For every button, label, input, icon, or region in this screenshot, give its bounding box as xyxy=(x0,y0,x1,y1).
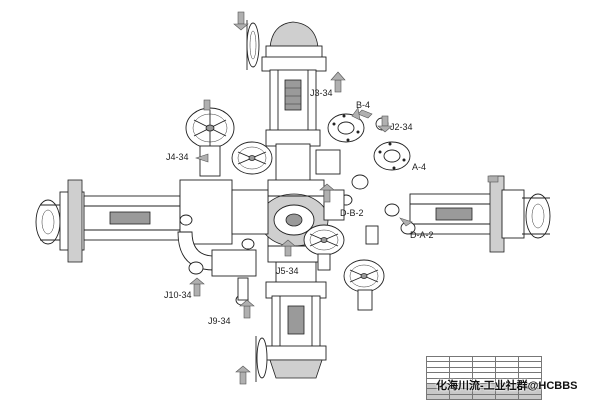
right-actuator-assembly xyxy=(409,175,551,253)
callout-j3: J3-34 xyxy=(310,88,333,98)
bottom-valve-assembly xyxy=(235,261,327,385)
callout-b4: B-4 xyxy=(356,100,370,110)
callout-j9: J9-34 xyxy=(208,316,231,326)
callout-db2: D-B-2 xyxy=(340,208,364,218)
table-cell xyxy=(449,393,473,400)
table-cell xyxy=(426,393,450,400)
handwheel-lower-right xyxy=(343,259,385,311)
table-row xyxy=(426,393,542,400)
top-valve-assembly xyxy=(233,11,327,185)
callout-j5: J5-34 xyxy=(276,266,299,276)
table-row xyxy=(426,382,542,390)
table-row xyxy=(426,366,542,374)
table-cell xyxy=(495,393,519,400)
handwheel-lower-center xyxy=(303,224,345,271)
revision-table xyxy=(426,355,542,400)
elbow-lower-left xyxy=(177,214,257,306)
watermark: 化海川流-工业社群@HCBBS xyxy=(436,380,578,392)
callout-j4: J4-34 xyxy=(166,152,189,162)
callout-da2: D-A-2 xyxy=(410,230,434,240)
callout-j2: J2-34 xyxy=(390,122,413,132)
handwheel-center-left xyxy=(231,141,273,175)
revision-table-grid xyxy=(426,355,542,400)
table-cell xyxy=(518,393,542,400)
flange-b4 xyxy=(327,113,365,143)
flange-a4 xyxy=(373,141,411,171)
handwheel-upper-left xyxy=(185,99,235,177)
callout-arrows xyxy=(189,71,413,319)
callout-j10: J10-34 xyxy=(164,290,192,300)
table-cell xyxy=(472,393,496,400)
callout-a4: A-4 xyxy=(412,162,426,172)
